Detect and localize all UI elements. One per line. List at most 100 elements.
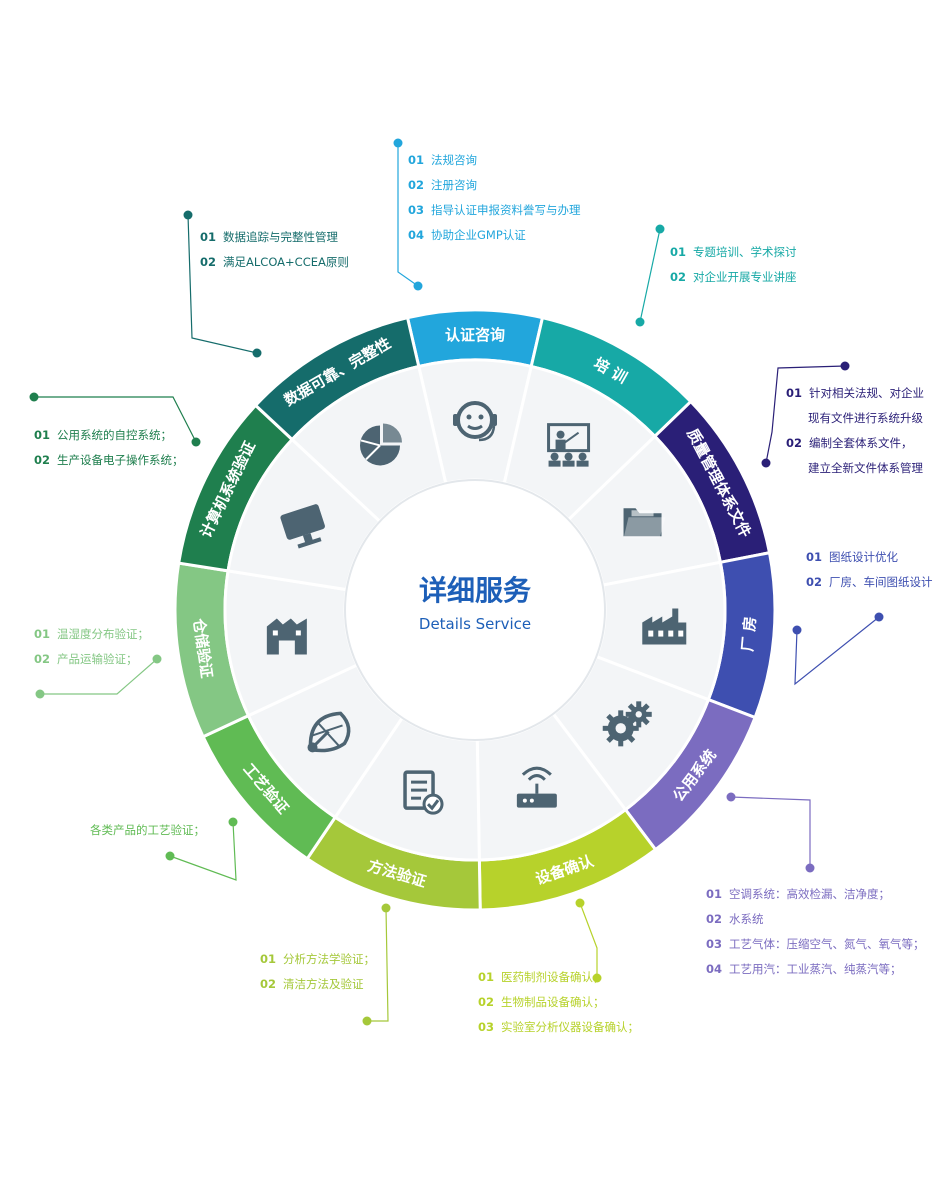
note-item-text: 建立全新文件体系管理 xyxy=(808,461,923,475)
note-item-text: 对企业开展专业讲座 xyxy=(693,270,797,284)
note-item: 04 工艺用汽：工业蒸汽、纯蒸汽等； xyxy=(706,957,925,982)
gears-icon xyxy=(602,701,652,747)
note-item-text: 图纸设计优化 xyxy=(829,550,899,564)
note-item-number: 02 xyxy=(34,453,51,467)
connector-dot-plant xyxy=(874,612,884,622)
note-item-text: 厂房、车间图纸设计 xyxy=(829,575,933,589)
note-item-number: 03 xyxy=(478,1020,495,1034)
note-item: 02 生物制品设备确认； xyxy=(478,990,639,1015)
connector-dot-quality xyxy=(840,361,850,371)
note-item: 01 法规咨询 xyxy=(408,148,581,173)
center-subtitle: Details Service xyxy=(419,615,531,633)
note-item-text: 专题培训、学术探讨 xyxy=(693,245,797,259)
note-item-text: 指导认证申报资料誊写与办理 xyxy=(431,203,581,217)
connector-dot-storage xyxy=(35,689,45,699)
note-item: 01 图纸设计优化 xyxy=(806,545,933,570)
note-item-text: 协助企业GMP认证 xyxy=(431,228,526,242)
center-disc xyxy=(344,479,606,741)
note-item: 01 针对相关法规、对企业 xyxy=(786,381,924,406)
note-process: 各类产品的工艺验证； xyxy=(90,818,205,843)
connector-utility xyxy=(730,796,811,868)
note-item: 03 实验室分析仪器设备确认； xyxy=(478,1015,639,1040)
note-item: 01 专题培训、学术探讨 xyxy=(670,240,797,265)
note-item: 02 生产设备电子操作系统； xyxy=(34,448,184,473)
note-item-number: 02 xyxy=(786,436,803,450)
connector-data xyxy=(187,214,258,354)
connector-end-quality xyxy=(761,458,771,468)
connector-end-method xyxy=(381,903,391,913)
note-item-text: 实验室分析仪器设备确认； xyxy=(501,1020,640,1034)
note-item-text: 公用系统的自控系统； xyxy=(57,428,173,442)
folder-icon xyxy=(623,508,666,539)
connector-equipment xyxy=(579,902,598,978)
note-item-number: 02 xyxy=(34,652,51,666)
note-item-number: 01 xyxy=(200,230,217,244)
center-title: 详细服务 xyxy=(419,574,531,607)
note-item-text: 水系统 xyxy=(729,912,764,926)
note-item-text: 工艺用汽：工业蒸汽、纯蒸汽等； xyxy=(729,962,902,976)
note-item-number: 01 xyxy=(408,153,425,167)
note-item-number: 01 xyxy=(786,386,803,400)
note-item-text: 针对相关法规、对企业 xyxy=(809,386,925,400)
note-item-text: 生产设备电子操作系统； xyxy=(57,453,184,467)
note-item: 02 产品运输验证； xyxy=(34,647,149,672)
note-item-text: 温湿度分布验证； xyxy=(57,627,150,641)
note-item: 建立全新文件体系管理 xyxy=(786,456,924,481)
connector-end-data xyxy=(252,348,262,358)
presentation-icon xyxy=(547,423,591,467)
headset-icon xyxy=(453,401,497,442)
connector-dot-method xyxy=(362,1016,372,1026)
note-item-number: 02 xyxy=(478,995,495,1009)
connector-storage xyxy=(40,658,158,695)
note-item-text: 分析方法学验证； xyxy=(283,952,376,966)
router-icon xyxy=(516,766,557,808)
note-item-text: 编制全套体系文件， xyxy=(809,436,913,450)
note-item-text: 注册咨询 xyxy=(431,178,478,192)
checklist-icon xyxy=(403,770,444,815)
note-item-number: 02 xyxy=(200,255,217,269)
note-item-text: 医药制剂设备确认； xyxy=(501,970,605,984)
note-item-text: 空调系统：高效检漏、洁净度； xyxy=(729,887,891,901)
note-item-text: 法规咨询 xyxy=(431,153,478,167)
connector-dot-training xyxy=(655,224,665,234)
note-item-text: 满足ALCOA+CCEA原则 xyxy=(223,255,349,269)
note-item-number: 01 xyxy=(806,550,823,564)
connector-dot-equipment xyxy=(592,973,602,983)
connector-process xyxy=(169,821,237,881)
note-item-number: 02 xyxy=(260,977,277,991)
note-item-text: 工艺气体：压缩空气、氮气、氧气等； xyxy=(729,937,925,951)
connector-quality xyxy=(765,365,846,464)
connector-dot-process xyxy=(165,851,175,861)
note-item: 各类产品的工艺验证； xyxy=(90,818,205,843)
note-item-text: 产品运输验证； xyxy=(57,652,138,666)
note-item-number: 01 xyxy=(670,245,687,259)
connector-dot-data xyxy=(183,210,193,220)
note-item-number: 03 xyxy=(408,203,425,217)
note-item-text: 各类产品的工艺验证； xyxy=(90,823,205,837)
connector-dot-cert xyxy=(393,138,403,148)
fan-icon xyxy=(307,711,351,753)
note-item-text: 生物制品设备确认； xyxy=(501,995,605,1009)
note-item: 02 满足ALCOA+CCEA原则 xyxy=(200,250,349,275)
connector-cert xyxy=(397,143,419,287)
note-item-number: 04 xyxy=(706,962,723,976)
connector-computer xyxy=(34,396,197,443)
connector-end-training xyxy=(635,317,645,327)
